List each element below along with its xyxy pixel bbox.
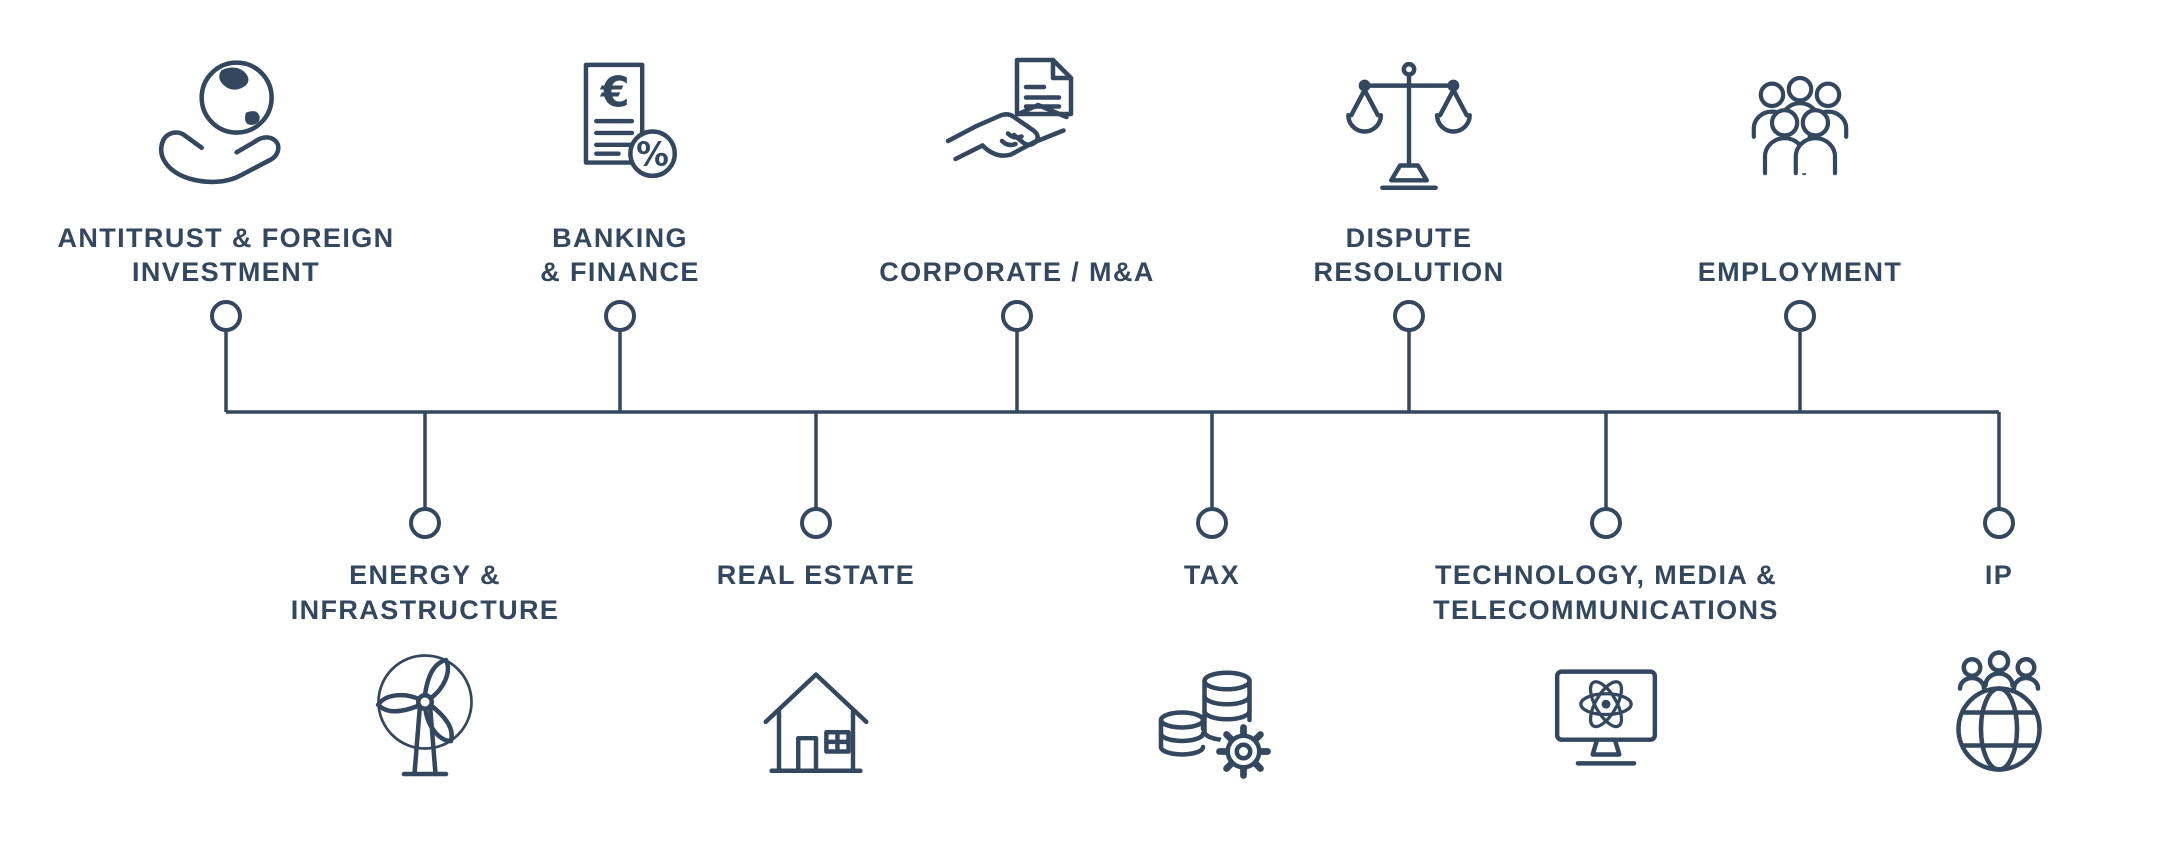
wind-turbine-icon xyxy=(350,642,500,794)
computer-atom-icon xyxy=(1532,642,1680,794)
people-group-icon xyxy=(1730,52,1870,204)
item-energy-infrastructure: ENERGY & INFRASTRUCTURE xyxy=(205,558,645,794)
timeline-node xyxy=(210,300,242,332)
timeline-node xyxy=(1001,300,1033,332)
item-real-estate: REAL ESTATE xyxy=(596,558,1036,794)
item-tax: TAX xyxy=(992,558,1432,794)
practice-area-label: ENERGY & INFRASTRUCTURE xyxy=(290,560,560,625)
hand-globe-icon xyxy=(150,52,302,204)
euro-document-percent-icon: € % xyxy=(546,52,694,204)
timeline-node xyxy=(800,507,832,539)
svg-text:€: € xyxy=(600,68,630,116)
item-corporate-ma: CORPORATE / M&A xyxy=(797,52,1237,290)
practice-area-label: TECHNOLOGY, MEDIA & TELECOMMUNICATIONS xyxy=(1433,560,1779,625)
coins-gear-icon xyxy=(1137,642,1287,794)
item-ip: IP xyxy=(1779,558,2176,794)
item-employment: EMPLOYMENT xyxy=(1580,52,2020,290)
timeline-node xyxy=(1983,507,2015,539)
scales-of-justice-icon xyxy=(1335,52,1483,204)
practice-area-label: IP xyxy=(1984,560,2014,590)
practice-area-label: ANTITRUST & FOREIGN INVESTMENT xyxy=(57,222,395,288)
item-antitrust-foreign-investment: ANTITRUST & FOREIGN INVESTMENT xyxy=(6,52,446,290)
house-icon xyxy=(742,642,890,794)
timeline-node xyxy=(409,507,441,539)
practice-area-label: BANKING & FINANCE xyxy=(540,222,700,288)
timeline-node xyxy=(1590,507,1622,539)
timeline-node xyxy=(1196,507,1228,539)
practice-area-label: EMPLOYMENT xyxy=(1697,257,1903,288)
practice-area-label: TAX xyxy=(1183,560,1241,590)
handshake-contract-icon xyxy=(942,52,1092,204)
globe-people-icon xyxy=(1924,642,2074,794)
item-dispute-resolution: DISPUTE RESOLUTION xyxy=(1189,52,1629,290)
practice-area-label: DISPUTE RESOLUTION xyxy=(1313,222,1505,288)
timeline-node xyxy=(1393,300,1425,332)
item-banking-finance: € % BANKING & FINANCE xyxy=(400,52,840,290)
svg-text:%: % xyxy=(636,136,669,174)
timeline-node xyxy=(604,300,636,332)
practice-area-label: CORPORATE / M&A xyxy=(879,257,1155,288)
practice-area-label: REAL ESTATE xyxy=(716,560,916,590)
timeline-node xyxy=(1784,300,1816,332)
item-technology-media-telecom: TECHNOLOGY, MEDIA & TELECOMMUNICATIONS xyxy=(1386,558,1826,794)
